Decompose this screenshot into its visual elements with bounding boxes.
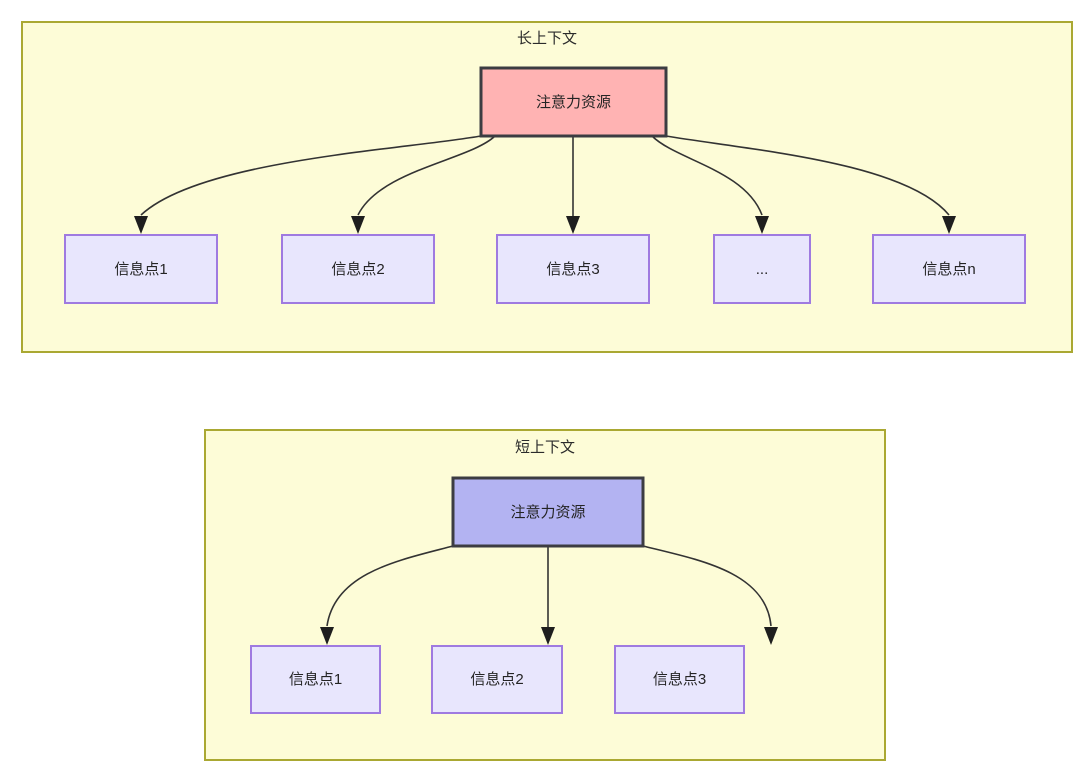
node-info-point-2-long-box [281,234,435,304]
edges-long-context [134,135,956,234]
edge-root-to-info1-short [326,545,454,627]
arrowhead-info3-short [764,627,778,645]
arrowhead-info1-short [320,627,334,645]
node-info-point-2-long-label: 信息点2 [331,261,384,278]
node-attention-resource-long-box [479,66,668,138]
arrowhead-infon [942,216,956,234]
node-info-point-3-long-label: 信息点3 [546,261,599,278]
node-info-point-2-short[interactable]: 信息点2 [431,645,563,714]
node-info-point-ellipsis-long[interactable]: ... [713,234,811,304]
arrowhead-info1 [134,216,148,234]
edge-root-to-info2 [357,135,496,216]
node-attention-resource-long-label: 注意力资源 [536,93,611,111]
node-info-point-2-short-box [431,645,563,714]
node-info-point-n-long-label: 信息点n [922,261,975,278]
node-info-point-1-long[interactable]: 信息点1 [64,234,218,304]
edge-root-to-ellipsis [651,135,763,216]
edges-short-context [320,545,778,645]
node-info-point-3-long-box [496,234,650,304]
panel-short-context[interactable]: 短上下文 注意力资源 信息点1 信息点 [204,429,886,761]
node-info-point-n-long-box [872,234,1026,304]
node-info-point-n-long[interactable]: 信息点n [872,234,1026,304]
panel-long-context-title: 长上下文 [517,30,577,47]
node-info-point-2-short-label: 信息点2 [470,671,523,688]
node-attention-resource-short-label: 注意力资源 [510,503,585,521]
node-info-point-3-short[interactable]: 信息点3 [614,645,745,714]
node-info-point-3-long[interactable]: 信息点3 [496,234,650,304]
panel-long-context[interactable]: 长上下文 注意力资源 信息 [21,21,1073,353]
edge-root-to-infon [665,135,950,216]
edge-root-to-info3-short [642,545,772,627]
node-info-point-ellipsis-long-label: ... [756,261,769,278]
edge-root-to-info1 [140,135,482,216]
node-info-point-1-short-label: 信息点1 [289,671,342,688]
arrowhead-info2-short [541,627,555,645]
node-info-point-1-short-box [250,645,381,714]
panel-short-context-title: 短上下文 [515,439,575,456]
node-info-point-3-short-box [614,645,745,714]
node-attention-resource-long[interactable]: 注意力资源 [479,66,668,138]
node-attention-resource-short[interactable]: 注意力资源 [451,476,645,548]
arrowhead-info2 [351,216,365,234]
node-info-point-1-long-box [64,234,218,304]
node-info-point-1-short[interactable]: 信息点1 [250,645,381,714]
node-info-point-2-long[interactable]: 信息点2 [281,234,435,304]
arrowhead-ellipsis [755,216,769,234]
node-info-point-3-short-label: 信息点3 [653,671,706,688]
node-info-point-1-long-label: 信息点1 [114,261,167,278]
node-attention-resource-short-box [451,476,645,548]
node-info-point-ellipsis-long-box [713,234,811,304]
arrowhead-info3 [566,216,580,234]
